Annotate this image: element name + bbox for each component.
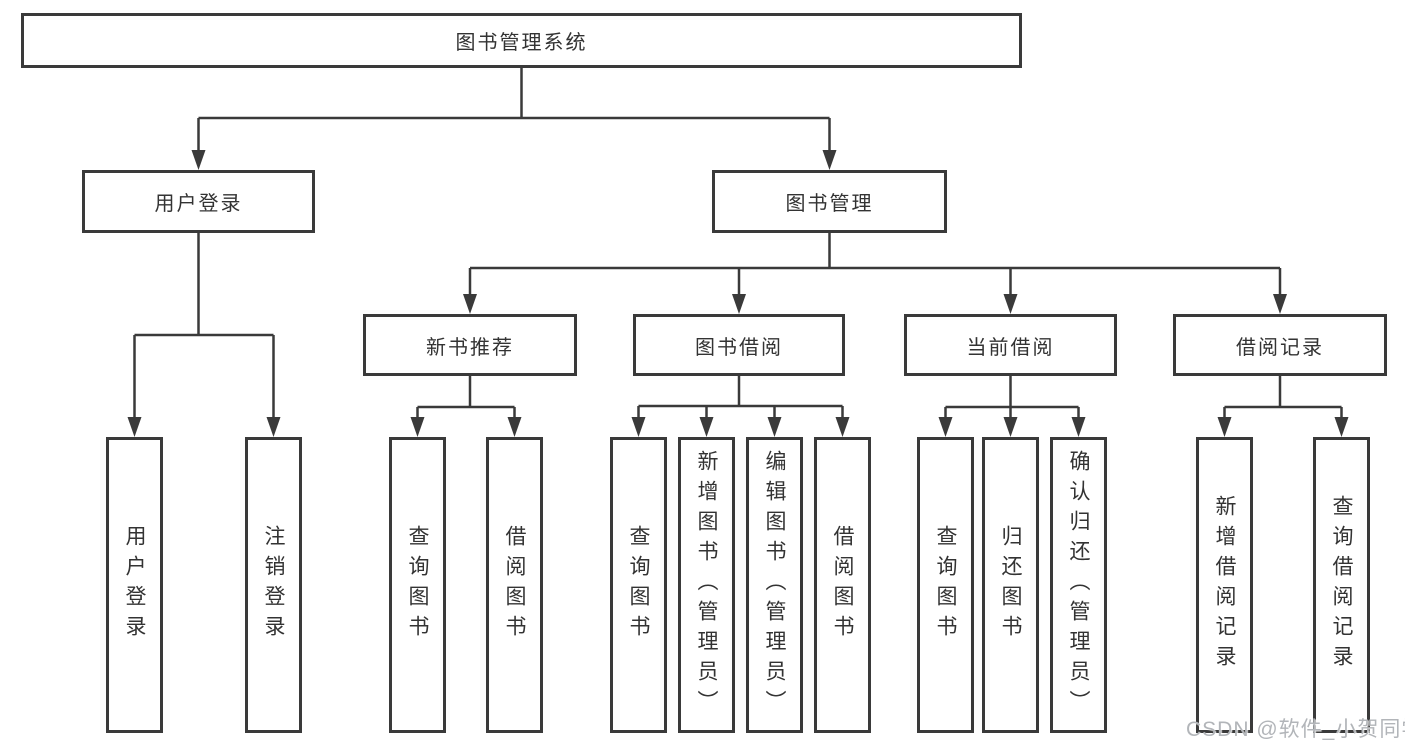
node-leaf-borrow-book-recommend: 借阅图书 [486,437,543,733]
node-leaf-query-borrow-record: 查询借阅记录 [1313,437,1370,733]
node-leaf-borrow-book: 借阅图书 [814,437,871,733]
node-root: 图书管理系统 [21,13,1022,68]
node-book-management: 图书管理 [712,170,947,233]
node-borrow-records: 借阅记录 [1173,314,1387,376]
node-leaf-query-book-borrow: 查询图书 [610,437,667,733]
node-new-book-recommend: 新书推荐 [363,314,577,376]
watermark: CSDN @软件_小贺同学 [1186,718,1405,741]
node-leaf-add-borrow-record: 新增借阅记录 [1196,437,1253,733]
node-leaf-logout: 注销登录 [245,437,302,733]
node-leaf-return-book: 归还图书 [982,437,1039,733]
node-current-borrow: 当前借阅 [904,314,1117,376]
node-leaf-query-book-current: 查询图书 [917,437,974,733]
node-leaf-query-book-recommend: 查询图书 [389,437,446,733]
node-book-borrow: 图书借阅 [633,314,845,376]
node-leaf-add-book-admin: 新增图书（管理员） [678,437,735,733]
node-user-login: 用户登录 [82,170,315,233]
node-leaf-user-login: 用户登录 [106,437,163,733]
node-leaf-edit-book-admin: 编辑图书（管理员） [746,437,803,733]
node-leaf-confirm-return-admin: 确认归还（管理员） [1050,437,1107,733]
